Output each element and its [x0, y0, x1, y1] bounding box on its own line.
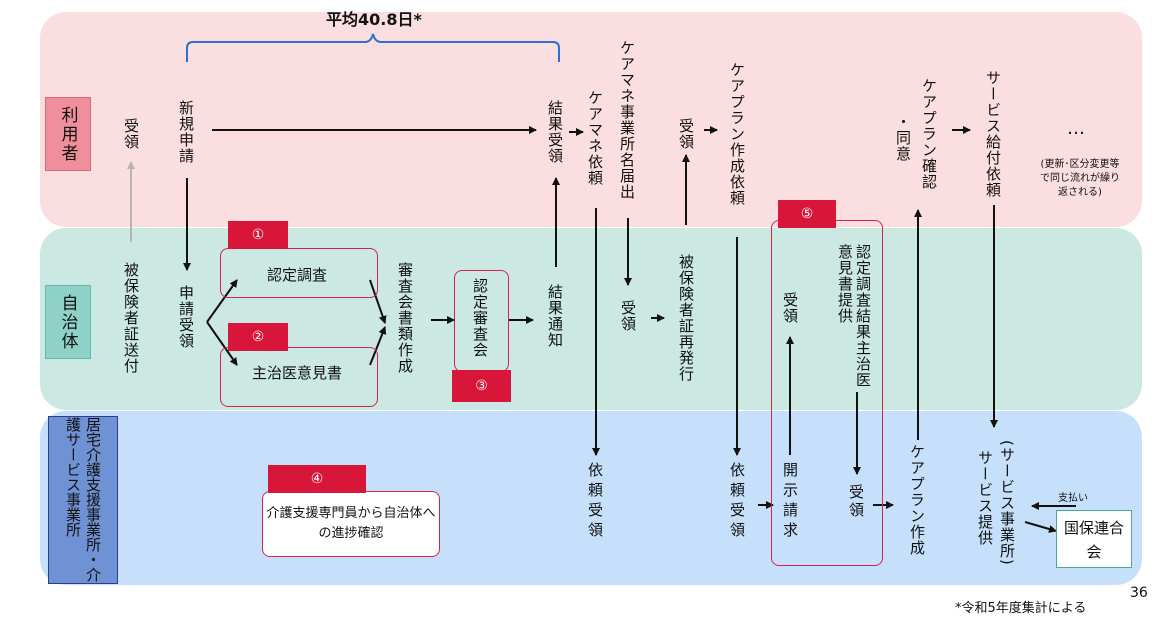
- agree: ・同意: [894, 114, 912, 162]
- provider-receive: 受領: [847, 484, 865, 520]
- user-lane-label: 利用者: [45, 97, 91, 171]
- progress-check-box: 介護支援専門員から自治体への進捗確認: [262, 491, 440, 557]
- careplan-request: ケアプラン作成依頼: [728, 62, 746, 206]
- footnote: *令和5年度集計による: [955, 601, 1087, 616]
- survey-box: [220, 248, 378, 298]
- marker-1: ①: [228, 221, 288, 249]
- new-application: 新規申請: [177, 100, 195, 164]
- muni-receive: 受領: [619, 300, 637, 332]
- request-receive-1: 依頼受領: [586, 462, 604, 542]
- municipality-lane: [40, 228, 1142, 410]
- user-receive-2: 受領: [677, 118, 695, 150]
- review-docs: 審査会書類作成: [396, 262, 414, 374]
- office-name-notify: ケアマネ事業所名届出: [618, 40, 636, 200]
- provider-lane-label: 居宅介護支援事業所・介護サービス事業所: [48, 416, 118, 584]
- result-docs-provide: 認定調査結果主治医意見書提供: [836, 244, 872, 388]
- national-union-box: 国保連合会: [1056, 510, 1132, 568]
- careplan-create: ケアプラン作成: [908, 444, 926, 556]
- municipality-lane-label: 自治体: [45, 285, 91, 359]
- marker-2: ②: [228, 323, 288, 351]
- service-office: (サービス事業所): [998, 440, 1016, 566]
- service-provide: サービス提供: [976, 450, 994, 546]
- user-lane: [40, 12, 1142, 227]
- request-receive-2: 依頼受領: [728, 462, 746, 542]
- doctor-opinion: 主治医意見書: [252, 364, 343, 382]
- application-receive: 申請受領: [177, 285, 195, 349]
- opinion-box: [220, 347, 378, 407]
- provider-lane: [40, 411, 1142, 585]
- muni-receive-2: 受領: [781, 292, 799, 324]
- insurance-card-reissue: 被保険者証再発行: [677, 254, 695, 382]
- payment-label: 支払い: [1058, 493, 1088, 504]
- marker-3: ③: [452, 370, 511, 402]
- careplan-confirm: ケアプラン確認: [920, 78, 938, 190]
- marker-4: ④: [268, 465, 366, 493]
- insurance-card-send: 被保険者証送付: [122, 262, 140, 374]
- page-number: 36: [1130, 585, 1148, 601]
- caremanager-request: ケアマネ依頼: [586, 90, 604, 186]
- average-brace: [186, 33, 560, 62]
- ellipsis: …: [1067, 118, 1085, 139]
- certification-survey: 認定調査: [267, 266, 328, 284]
- user-receive: 受領: [122, 118, 140, 150]
- disclosure-request: 開示請求: [781, 462, 799, 542]
- marker-5: ⑤: [778, 200, 836, 228]
- result-notice: 結果通知: [546, 284, 564, 348]
- review-committee: 認定審査会: [471, 278, 489, 358]
- repeat-note: (更新･区分変更等で同じ流れが繰り返される): [1040, 159, 1120, 198]
- service-request: サービス給付依頼: [984, 70, 1002, 198]
- result-receive: 結果受領: [546, 100, 564, 164]
- average-days-label: 平均40.8日*: [326, 10, 422, 29]
